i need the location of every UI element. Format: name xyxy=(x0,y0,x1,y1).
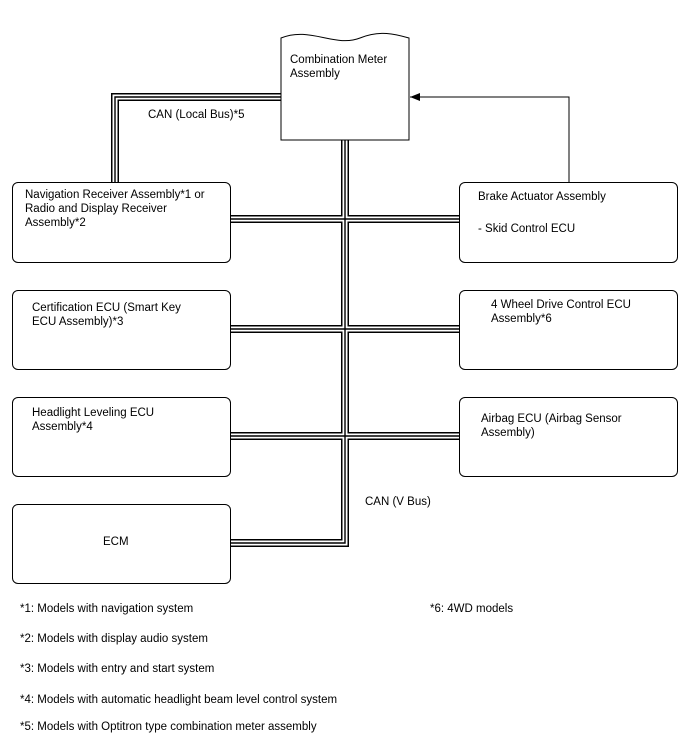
combination-meter-label: Combination Meter Assembly xyxy=(290,54,388,80)
combination-meter-symbol xyxy=(280,32,410,141)
footnote-4: *4: Models with automatic headlight beam… xyxy=(20,694,338,706)
footnote-1: *1: Models with navigation system xyxy=(20,603,194,615)
footnote-5: *5: Models with Optitron type combinatio… xyxy=(20,721,317,733)
v-bus-wiring xyxy=(230,140,459,547)
headlight-leveling-ecu-label: Headlight Leveling ECU Assembly*4 xyxy=(32,407,155,433)
certification-ecu-node: Certification ECU (Smart Key ECU Assembl… xyxy=(12,290,231,370)
footnote-6: *6: 4WD models xyxy=(430,603,514,615)
brake-signal-arrow xyxy=(410,93,570,182)
ecm-node: ECM xyxy=(12,504,231,584)
navigation-receiver-label: Navigation Receiver Assembly*1 or Radio … xyxy=(25,189,205,229)
skid-control-label: - Skid Control ECU xyxy=(478,223,576,235)
local-bus-label: CAN (Local Bus)*5 xyxy=(148,109,245,121)
v-bus-label: CAN (V Bus) xyxy=(365,496,431,508)
certification-ecu-label: Certification ECU (Smart Key ECU Assembl… xyxy=(32,302,181,328)
headlight-leveling-ecu-node: Headlight Leveling ECU Assembly*4 xyxy=(12,397,231,477)
four-wd-control-ecu-node: 4 Wheel Drive Control ECU Assembly*6 xyxy=(459,290,678,370)
airbag-ecu-node: Airbag ECU (Airbag Sensor Assembly) xyxy=(459,397,678,477)
footnote-2: *2: Models with display audio system xyxy=(20,633,208,645)
four-wd-control-ecu-label: 4 Wheel Drive Control ECU Assembly*6 xyxy=(491,299,631,325)
navigation-receiver-node: Navigation Receiver Assembly*1 or Radio … xyxy=(12,182,231,263)
brake-actuator-node: Brake Actuator Assembly - Skid Control E… xyxy=(459,182,678,263)
ecm-label: ECM xyxy=(103,536,129,548)
local-bus-wiring xyxy=(111,93,281,182)
footnote-3: *3: Models with entry and start system xyxy=(20,663,215,675)
airbag-ecu-label: Airbag ECU (Airbag Sensor Assembly) xyxy=(481,413,622,439)
brake-actuator-label: Brake Actuator Assembly xyxy=(478,191,606,203)
